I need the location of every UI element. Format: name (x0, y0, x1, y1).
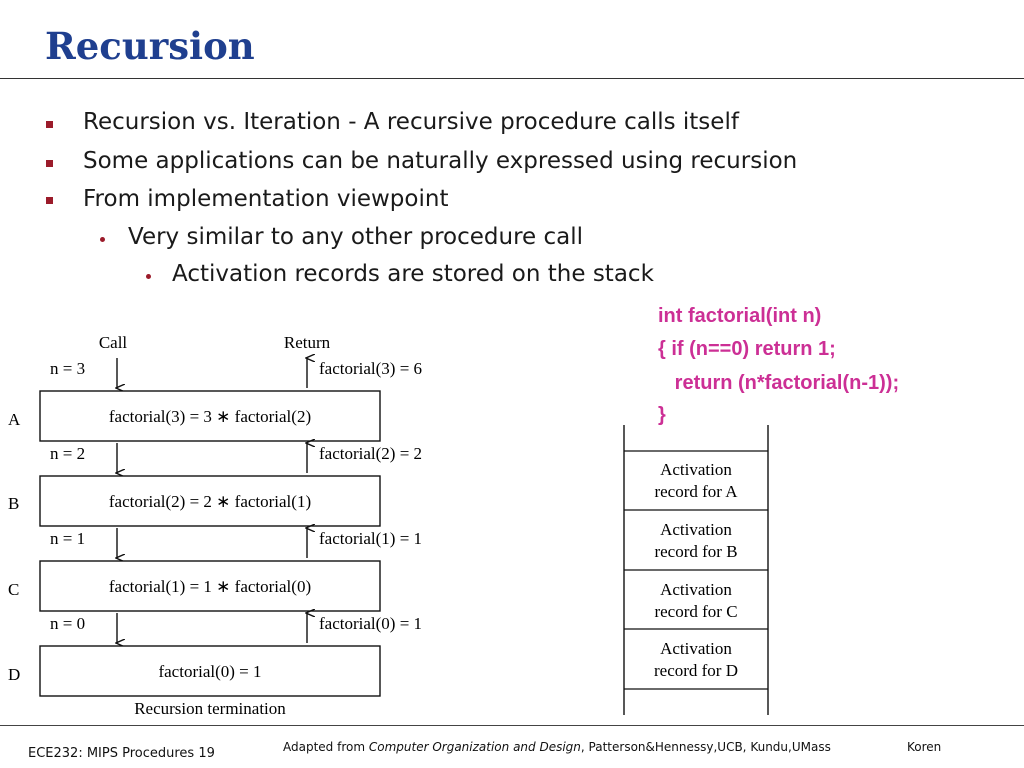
row-label: D (8, 665, 20, 684)
termination-label: Recursion termination (134, 699, 286, 718)
sub-sub-bullet-item: Activation records are stored on the sta… (172, 261, 654, 287)
box-label: factorial(0) = 1 (158, 662, 261, 681)
call-label: n = 0 (50, 614, 85, 633)
footer-slide-label: ECE232: MIPS Procedures 19 (28, 746, 215, 761)
return-label: factorial(3) = 6 (319, 359, 422, 378)
activation-record-line: Activation (660, 639, 732, 658)
call-frame-box (39, 475, 381, 527)
bullet-marker-dot (100, 237, 105, 242)
activation-record-line: Activation (660, 460, 732, 479)
bullet-marker-square (46, 121, 53, 128)
footer-attribution: Adapted from Computer Organization and D… (283, 740, 831, 754)
return-header: Return (284, 333, 331, 352)
bullet-item: From implementation viewpoint (83, 186, 449, 212)
bullet-marker-square (46, 160, 53, 167)
sub-bullet-item: Very similar to any other procedure call (128, 224, 584, 250)
activation-stack: Activation record for A Activation recor… (623, 425, 769, 715)
slide-title: Recursion (45, 24, 255, 68)
activation-record-line: record for C (654, 602, 737, 621)
attribution-prefix: Adapted from (283, 740, 369, 754)
activation-record-line: Activation (660, 580, 732, 599)
box-label: factorial(2) = 2 ∗ factorial(1) (109, 492, 311, 511)
row-label: B (8, 494, 19, 513)
box-label: factorial(1) = 1 ∗ factorial(0) (109, 577, 311, 596)
footer-author: Koren (907, 740, 942, 754)
row-label: C (8, 580, 19, 599)
code-line: return (n*factorial(n-1)); (658, 372, 900, 394)
return-label: factorial(0) = 1 (319, 614, 422, 633)
activation-record-line: record for B (654, 542, 737, 561)
attribution-book-title: Computer Organization and Design (368, 740, 581, 754)
code-line: } (658, 404, 666, 426)
call-label: n = 2 (50, 444, 85, 463)
code-line: { if (n==0) return 1; (658, 338, 836, 360)
bullet-marker-dot (146, 274, 151, 279)
call-frame-box (39, 390, 381, 442)
recursion-diagram: Call Return n = 3 factorial(3) = 6 A fac… (8, 333, 422, 718)
return-label: factorial(2) = 2 (319, 444, 422, 463)
call-frame-box (39, 560, 381, 612)
activation-record-line: record for A (654, 482, 738, 501)
row-label: A (8, 410, 21, 429)
bullet-item: Some applications can be naturally expre… (83, 148, 798, 174)
bullet-item: Recursion vs. Iteration - A recursive pr… (83, 109, 739, 135)
return-label: factorial(1) = 1 (319, 529, 422, 548)
bullet-marker-square (46, 197, 53, 204)
call-label: n = 1 (50, 529, 85, 548)
box-label: factorial(3) = 3 ∗ factorial(2) (109, 407, 311, 426)
attribution-suffix: , Patterson&Hennessy,UCB, Kundu,UMass (580, 740, 831, 754)
activation-record-line: record for D (654, 661, 738, 680)
title-divider (0, 78, 1024, 79)
activation-record-line: Activation (660, 520, 732, 539)
footer-divider (0, 725, 1024, 726)
call-header: Call (99, 333, 128, 352)
call-label: n = 3 (50, 359, 85, 378)
call-frame-box (39, 645, 381, 697)
code-line: int factorial(int n) (658, 305, 822, 327)
